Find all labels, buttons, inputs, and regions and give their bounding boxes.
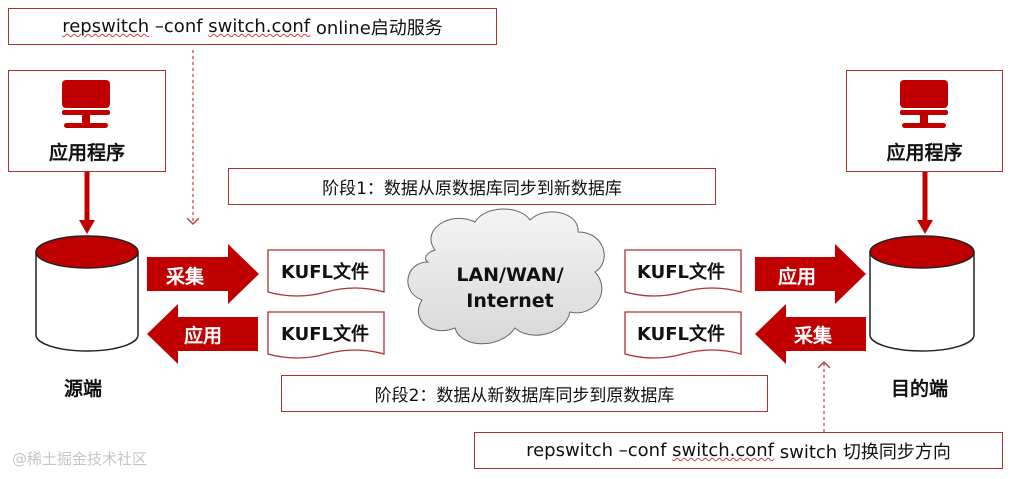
target-db-label: 目的端 bbox=[891, 378, 949, 400]
target-apply-label: 应用 bbox=[778, 266, 817, 288]
network-label: LAN/WAN/ Internet bbox=[430, 262, 590, 314]
source-app-box: 应用程序 bbox=[8, 70, 166, 172]
cmd-text: online启动服务 bbox=[310, 17, 443, 39]
target-collect-arrow bbox=[755, 304, 866, 364]
online-command-box: repswitch –conf switch.conf online启动服务 bbox=[8, 8, 497, 45]
watermark: @稀土掘金技术社区 bbox=[12, 450, 148, 468]
source-collect-arrow bbox=[147, 244, 259, 304]
source-db-label: 源端 bbox=[64, 378, 103, 400]
cmd-text: switch 切换同步方向 bbox=[774, 441, 951, 463]
cmd-text: –conf bbox=[149, 16, 209, 37]
target-kufl-file-2: KUFL文件 bbox=[637, 324, 726, 345]
stage1-box: 阶段1：数据从原数据库同步到新数据库 bbox=[228, 168, 716, 205]
kufl-file-doc bbox=[624, 249, 742, 297]
stage2-text: 阶段2：数据从新数据库同步到原数据库 bbox=[374, 386, 675, 406]
network-line2: Internet bbox=[466, 290, 554, 312]
source-database-icon bbox=[35, 235, 139, 352]
cmd-text: switch.conf bbox=[208, 16, 311, 37]
network-line1: LAN/WAN/ bbox=[456, 264, 564, 286]
monitor-icon bbox=[62, 80, 110, 128]
kufl-file-doc bbox=[624, 311, 742, 359]
switch-command-box: repswitch –conf switch.conf switch 切换同步方… bbox=[474, 432, 1003, 469]
cmd-text: switch.conf bbox=[672, 440, 774, 461]
source-app-label: 应用程序 bbox=[48, 142, 125, 164]
stage2-box: 阶段2：数据从新数据库同步到原数据库 bbox=[281, 375, 768, 412]
target-app-label: 应用程序 bbox=[886, 142, 963, 164]
kufl-file-doc bbox=[267, 249, 385, 297]
target-kufl-file-1: KUFL文件 bbox=[637, 262, 726, 283]
source-apply-label: 应用 bbox=[184, 325, 223, 347]
source-kufl-file-1: KUFL文件 bbox=[281, 262, 370, 283]
source-apply-arrow bbox=[147, 304, 258, 364]
app-to-source-arrow bbox=[79, 172, 95, 234]
target-database-icon bbox=[869, 235, 975, 352]
monitor-icon bbox=[900, 80, 948, 128]
cmd-text: repswitch bbox=[62, 16, 150, 37]
kufl-file-doc bbox=[267, 311, 385, 359]
stage1-text: 阶段1：数据从原数据库同步到新数据库 bbox=[322, 179, 622, 199]
app-to-target-arrow bbox=[917, 172, 933, 234]
target-apply-arrow bbox=[755, 244, 866, 304]
source-kufl-file-2: KUFL文件 bbox=[281, 324, 370, 345]
target-collect-label: 采集 bbox=[794, 325, 833, 347]
source-collect-label: 采集 bbox=[166, 266, 205, 288]
cmd-text: repswitch –conf bbox=[526, 440, 673, 461]
target-app-box: 应用程序 bbox=[846, 70, 1003, 172]
network-cloud-icon bbox=[407, 208, 605, 345]
